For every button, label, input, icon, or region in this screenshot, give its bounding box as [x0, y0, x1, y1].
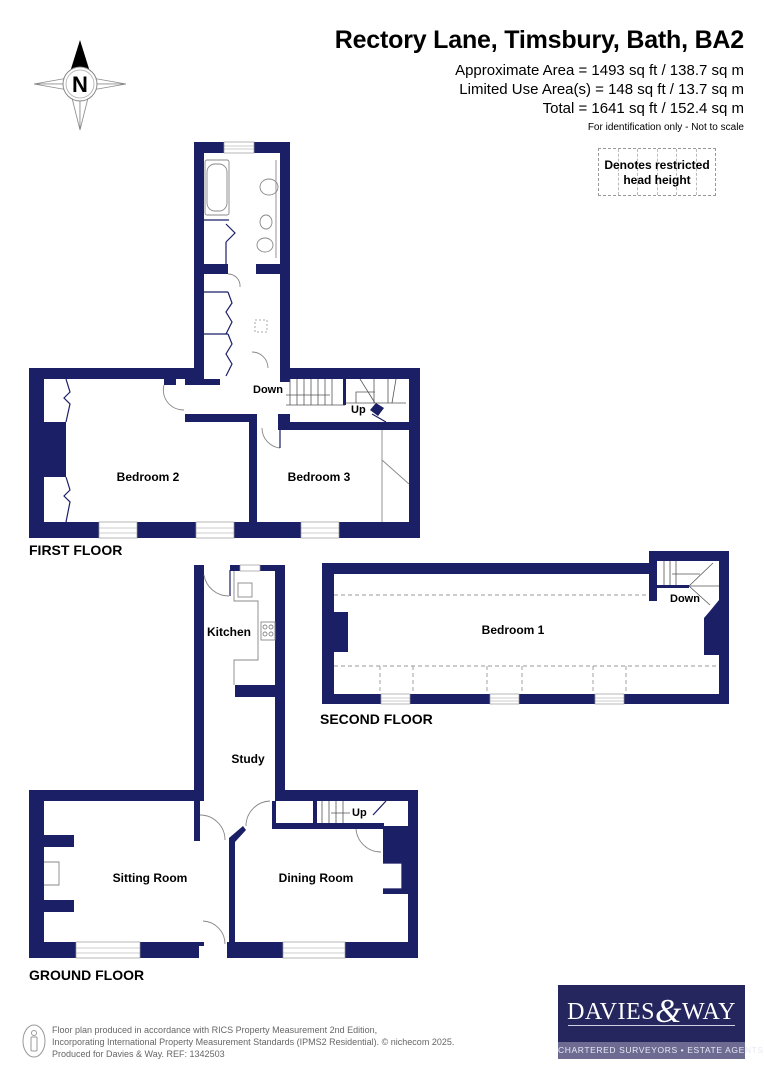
logo-wordmark: DAVIES&WAY	[558, 993, 745, 1031]
room-bedroom-2: Bedroom 2	[116, 470, 180, 484]
restricted-height-legend: Denotes restricted head height	[598, 148, 716, 196]
ground-floor-stairs-up: Up	[352, 807, 367, 819]
total-area: Total = 1641 sq ft / 152.4 sq m	[542, 100, 744, 117]
room-sitting-room: Sitting Room	[112, 871, 188, 885]
logo-tagline: CHARTERED SURVEYORS • ESTATE AGENTS	[558, 1042, 763, 1059]
davies-and-way-logo: DAVIES&WAY CHARTERED SURVEYORS • ESTATE …	[558, 985, 763, 1059]
footer-line-1: Floor plan produced in accordance with R…	[52, 1025, 378, 1035]
ground-floor-label: GROUND FLOOR	[29, 967, 145, 983]
person-measure-icon	[22, 1024, 46, 1058]
room-bedroom-3: Bedroom 3	[287, 470, 351, 484]
footer-notes: Floor plan produced in accordance with R…	[52, 1024, 454, 1060]
footer-line-3: Produced for Davies & Way. REF: 1342503	[52, 1049, 225, 1059]
floor-plan-drawing: .w { fill: #1b1f66; } .fx { fill: none; …	[29, 141, 729, 959]
room-study: Study	[231, 752, 265, 766]
footer-line-2: Incorporating International Property Mea…	[52, 1037, 455, 1047]
second-floor-plan	[322, 551, 729, 705]
logo-ampersand: &	[655, 993, 682, 1030]
ground-floor-plan	[29, 564, 418, 959]
approximate-area: Approximate Area = 1493 sq ft / 138.7 sq…	[455, 62, 744, 79]
first-floor-plan	[29, 141, 420, 539]
room-dining-room: Dining Room	[278, 871, 354, 885]
first-floor-stairs-up: Up	[351, 404, 366, 416]
logo-right: WAY	[681, 999, 736, 1025]
scale-disclaimer: For identification only - Not to scale	[587, 122, 744, 133]
limited-use-area: Limited Use Area(s) = 148 sq ft / 13.7 s…	[459, 81, 744, 98]
legend-line-1: Denotes restricted	[604, 158, 710, 172]
compass-n-label: N	[72, 72, 88, 97]
legend-text: Denotes restricted head height	[599, 158, 715, 188]
legend-dashed-grid	[599, 149, 715, 195]
north-compass-icon: N	[33, 40, 127, 131]
legend-line-2: head height	[623, 173, 691, 187]
second-floor-label: SECOND FLOOR	[320, 711, 433, 727]
logo-rule	[568, 1025, 735, 1026]
logo-left: DAVIES	[567, 999, 655, 1025]
property-title: Rectory Lane, Timsbury, Bath, BA2	[334, 26, 744, 54]
first-floor-stairs-down: Down	[253, 384, 283, 396]
second-floor-stairs-down: Down	[670, 593, 700, 605]
room-kitchen: Kitchen	[206, 625, 252, 639]
room-bedroom-1: Bedroom 1	[481, 623, 545, 637]
first-floor-label: FIRST FLOOR	[29, 542, 123, 558]
